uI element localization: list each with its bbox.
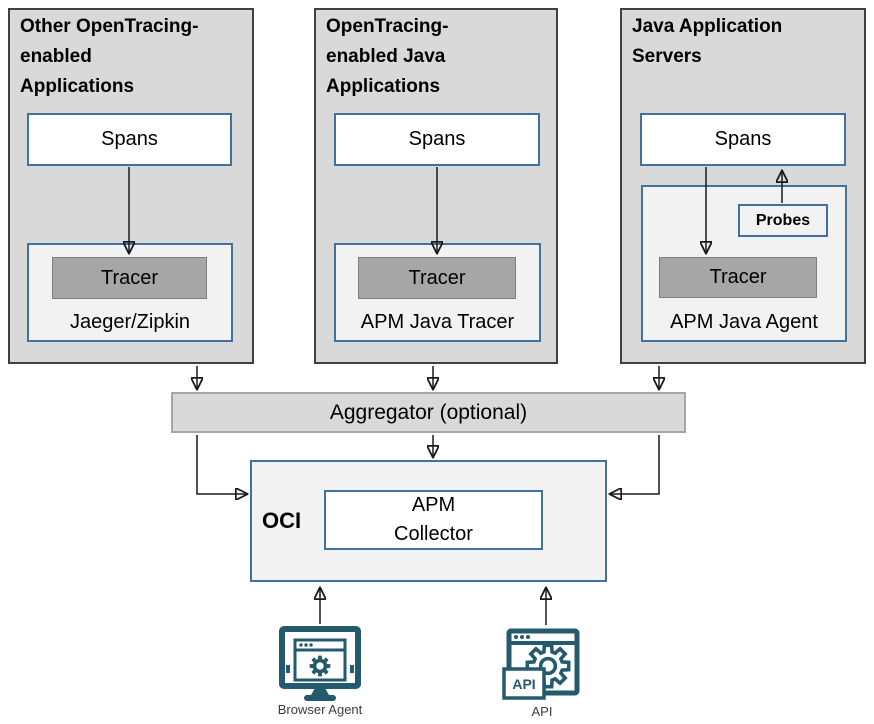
- tracer-box-other-apps: Tracer: [52, 257, 207, 299]
- tracer-box-java-apps: Tracer: [358, 257, 516, 299]
- browser-dot: [309, 643, 313, 647]
- spans-box-java-apps: Spans: [334, 113, 540, 166]
- spans-box-java-servers: Spans: [640, 113, 846, 166]
- oci-label: OCI: [262, 508, 302, 533]
- bezel-notch: [286, 665, 290, 673]
- tracer-label: Tracer: [100, 266, 159, 289]
- probes-label: Probes: [755, 211, 811, 229]
- tracer-label: Tracer: [408, 266, 466, 289]
- aggregator-label: Aggregator (optional): [329, 400, 528, 424]
- spans-label: Spans: [714, 128, 772, 150]
- api-badge-label: API: [512, 676, 535, 692]
- browser-dot: [514, 635, 518, 639]
- jaeger-zipkin-label: Jaeger/Zipkin: [69, 311, 191, 333]
- java-apps-column-title: OpenTracing- enabled Java Applications: [326, 16, 449, 97]
- browser-agent-label: Browser Agent: [277, 702, 363, 717]
- spans-box-other-apps: Spans: [27, 113, 232, 166]
- browser-dot: [299, 643, 303, 647]
- arrow-aggregator-right-to-oci: [611, 435, 660, 494]
- spans-label: Spans: [408, 128, 466, 150]
- other-apps-column-title: Other OpenTracing- enabled Applications: [20, 16, 199, 97]
- aggregator-bar: Aggregator (optional): [171, 392, 686, 433]
- tracer-label: Tracer: [709, 266, 767, 288]
- browser-dot: [526, 635, 530, 639]
- bezel-notch: [350, 665, 354, 673]
- api-icon: API: [502, 628, 580, 700]
- apm-collector-label: APM Collector: [394, 494, 473, 545]
- probes-box: Probes: [738, 204, 828, 237]
- apm-java-tracer-label: APM Java Tracer: [360, 311, 515, 333]
- tracer-box-java-servers: Tracer: [659, 257, 817, 298]
- apm-collector-box: APM Collector: [324, 490, 543, 550]
- browser-dot: [520, 635, 524, 639]
- api-label: API: [531, 704, 553, 719]
- monitor-base: [304, 695, 336, 701]
- monitor-stand: [311, 688, 329, 695]
- java-servers-column-title: Java Application Servers: [632, 16, 783, 67]
- api-badge: [502, 667, 546, 700]
- gear-icon: [309, 655, 331, 677]
- browser-agent-icon: [279, 626, 361, 701]
- apm-java-agent-label: APM Java Agent: [670, 311, 818, 333]
- spans-label: Spans: [101, 128, 158, 150]
- browser-dot: [304, 643, 308, 647]
- arrow-aggregator-left-to-oci: [196, 435, 246, 494]
